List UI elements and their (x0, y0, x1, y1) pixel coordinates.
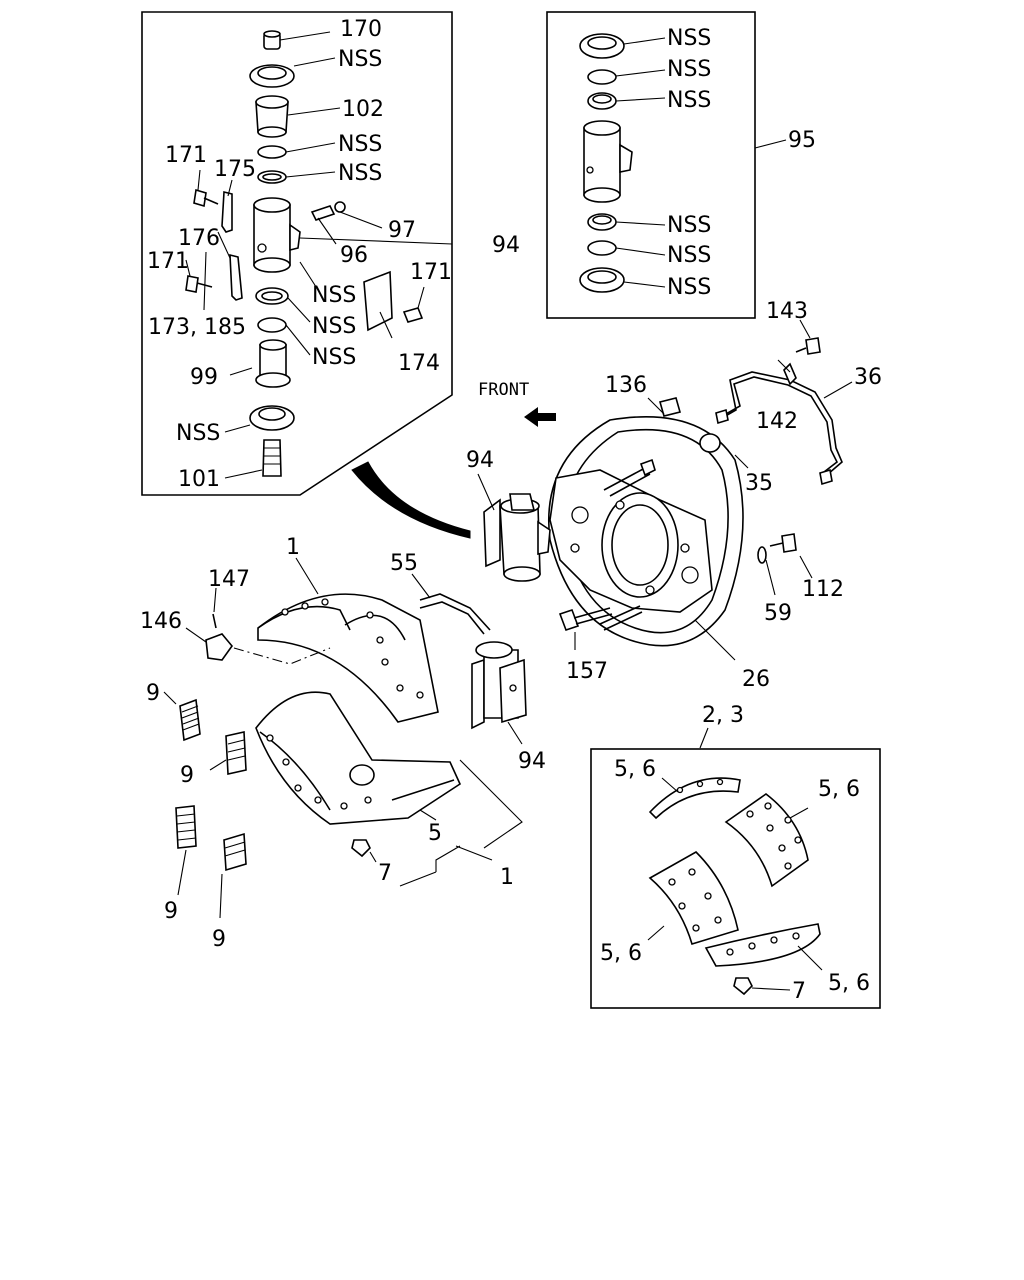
part-9-spring (179, 698, 201, 742)
part-99-piston (255, 339, 291, 388)
callout-9: 9 (164, 899, 178, 924)
callout-nss: NSS (312, 345, 356, 370)
callout-171: 171 (165, 143, 207, 168)
part-36-brake-pipe (715, 371, 843, 486)
callout-143: 143 (766, 299, 808, 324)
callout-nss: NSS (667, 213, 711, 238)
callout-2-3: 2, 3 (702, 703, 744, 728)
callout-170: 170 (340, 17, 382, 42)
callout-7: 7 (792, 979, 806, 1004)
callout-176: 176 (178, 226, 220, 251)
wheel-cylinder-exploded-inset: 170 NSS 102 NSS NSS 171 175 97 96 94 176… (141, 11, 520, 496)
callout-146: 146 (140, 609, 182, 634)
lining-lower-right (704, 923, 821, 967)
front-direction-indicator: FRONT (478, 380, 556, 427)
part-9-spring (223, 832, 247, 872)
callout-136: 136 (605, 373, 647, 398)
part-94-wheel-cylinder-upper (483, 493, 551, 582)
callout-nss: NSS (176, 421, 220, 446)
callout-157: 157 (566, 659, 608, 684)
callout-59: 59 (764, 601, 792, 626)
part-26-backing-plate (548, 416, 744, 647)
callout-1: 1 (286, 535, 300, 560)
callout-nss: NSS (338, 47, 382, 72)
part-147-pin (212, 613, 217, 629)
callout-9: 9 (180, 763, 194, 788)
part-136-plug (659, 397, 681, 417)
part-9-spring (175, 805, 197, 849)
callout-112: 112 (802, 577, 844, 602)
callout-nss: NSS (667, 275, 711, 300)
callout-9: 9 (212, 927, 226, 952)
part-102-piston (255, 95, 289, 138)
part-7-rivet (733, 977, 753, 996)
callout-1: 1 (500, 865, 514, 890)
callout-171: 171 (147, 249, 189, 274)
callout-147: 147 (208, 567, 250, 592)
part-143-bolt (795, 337, 821, 355)
callout-95: 95 (788, 128, 816, 153)
callout-5-6: 5, 6 (828, 971, 870, 996)
part-112-bolt (769, 533, 797, 553)
callout-99: 99 (190, 365, 218, 390)
callout-94: 94 (466, 448, 494, 473)
part-171-bolt (193, 188, 219, 208)
lining-lower-left (648, 851, 739, 945)
callout-5-6: 5, 6 (600, 941, 642, 966)
callout-7: 7 (378, 861, 392, 886)
part-7-rivet (351, 839, 371, 858)
part-35-grommet (699, 433, 721, 453)
callout-173-185: 173, 185 (148, 315, 246, 340)
callout-5-6: 5, 6 (614, 757, 656, 782)
seal-kit-cylinder (583, 120, 633, 203)
part-59-washer (757, 546, 767, 564)
seal-kit-inset: NSS NSS NSS 95 NSS NSS NSS (546, 11, 816, 319)
callout-101: 101 (178, 467, 220, 492)
callout-102: 102 (342, 97, 384, 122)
part-170-cap (263, 30, 281, 50)
front-label: FRONT (478, 380, 529, 400)
callout-nss: NSS (667, 26, 711, 51)
part-1-brake-shoe-upper (257, 593, 439, 723)
callout-nss: NSS (338, 161, 382, 186)
callout-5: 5 (428, 821, 442, 846)
callout-171: 171 (410, 260, 452, 285)
lining-upper-left (648, 777, 741, 820)
part-cylinder-body (253, 197, 301, 273)
callout-94: 94 (492, 233, 520, 258)
callout-175: 175 (214, 157, 256, 182)
callout-nss: NSS (312, 283, 356, 308)
part-142-clip (783, 362, 797, 386)
callout-142: 142 (756, 409, 798, 434)
callout-nss: NSS (312, 314, 356, 339)
detail-callout-arrow (351, 461, 471, 539)
callout-9: 9 (146, 681, 160, 706)
part-94-wheel-cylinder-lower (471, 641, 527, 730)
callout-174: 174 (398, 351, 440, 376)
callout-26: 26 (742, 667, 770, 692)
part-55-spring (419, 593, 491, 635)
callout-5-6: 5, 6 (818, 777, 860, 802)
part-171-bolt (185, 275, 213, 293)
callout-96: 96 (340, 243, 368, 268)
callout-nss: NSS (338, 132, 382, 157)
part-157-bolt (558, 607, 613, 632)
part-9-spring (225, 731, 247, 775)
lining-upper-right (724, 793, 809, 888)
callout-55: 55 (390, 551, 418, 576)
callout-nss: NSS (667, 243, 711, 268)
callout-35: 35 (745, 471, 773, 496)
callout-36: 36 (854, 365, 882, 390)
part-146-nut (205, 633, 234, 661)
part-1-brake-shoe-lower (255, 691, 462, 825)
callout-97: 97 (388, 218, 416, 243)
callout-94: 94 (518, 749, 546, 774)
linings-inset: 2, 3 (590, 703, 881, 1009)
callout-nss: NSS (667, 57, 711, 82)
callout-nss: NSS (667, 88, 711, 113)
